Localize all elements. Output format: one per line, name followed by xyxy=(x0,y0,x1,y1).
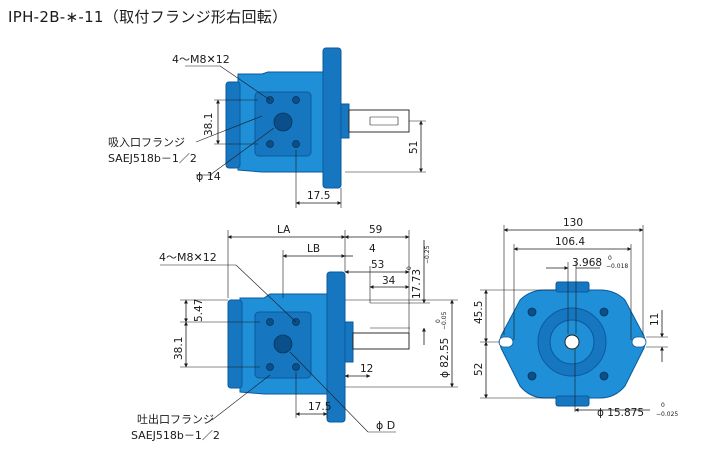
end-tol-15-875-top: 0 xyxy=(661,402,665,409)
top-view: 4～M8✕12 吸入口フランジ SAEJ518b－1／2 ϕ 14 38.1 5… xyxy=(108,47,426,208)
end-tol-3-968-bot: −0.018 xyxy=(606,263,628,270)
side-dim-D: ϕ D xyxy=(376,419,395,432)
top-dim-38-1: 38.1 xyxy=(203,113,215,136)
top-flange-spec: SAEJ518b－1／2 xyxy=(108,152,197,165)
top-flange-label: 吸入口フランジ xyxy=(108,136,185,149)
end-tol-3-968-top: 0 xyxy=(608,255,612,262)
side-flange-label: 吐出口フランジ xyxy=(137,412,214,426)
end-dim-106-4: 106.4 xyxy=(555,236,585,248)
side-dim-38-1: 38.1 xyxy=(173,337,185,360)
side-dim-12: 12 xyxy=(360,363,373,375)
side-dim-59: 59 xyxy=(369,224,382,236)
side-dim-4: 4 xyxy=(369,243,376,255)
side-dim-53: 53 xyxy=(371,259,384,271)
side-tol-17-73-top: 0 xyxy=(406,266,413,270)
top-port-diameter: ϕ 14 xyxy=(196,170,221,183)
side-dim-5-47: 5.47 xyxy=(193,299,205,322)
side-tol-82-55-top: 0 xyxy=(435,319,442,323)
side-dim-34: 34 xyxy=(382,275,396,287)
side-dim-LB: LB xyxy=(307,243,320,255)
top-pump-body xyxy=(225,47,350,189)
top-bolt-label: 4～M8✕12 xyxy=(172,53,230,66)
end-view: 130 106.4 3.968 0 −0.018 45.5 52 11 ϕ 15… xyxy=(473,217,678,419)
side-tol-82-55-bot: −0.05 xyxy=(441,311,448,330)
side-dim-17-5: 17.5 xyxy=(308,401,331,413)
side-tol-17-73-bot: −0.25 xyxy=(424,245,431,264)
end-dim-52: 52 xyxy=(473,363,485,376)
side-dim-82-55: ϕ 82.55 xyxy=(439,338,451,378)
page-title: IPH-2B-∗-11（取付フランジ形右回転） xyxy=(8,8,288,26)
side-flange-spec: SAEJ518b－1／2 xyxy=(131,429,220,442)
end-dim-45-5: 45.5 xyxy=(473,301,485,324)
side-view: 4～M8✕12 吐出口フランジ SAEJ518b－1／2 LA LB 59 4 … xyxy=(131,224,458,442)
side-dim-17-73: 17.73 xyxy=(411,269,423,299)
end-dim-11: 11 xyxy=(649,313,661,326)
side-shaft xyxy=(352,332,410,350)
end-dim-3-968: 3.968 xyxy=(572,257,602,269)
end-dim-130: 130 xyxy=(563,217,583,229)
top-shaft xyxy=(348,109,410,133)
side-bolt-label: 4～M8✕12 xyxy=(159,251,217,264)
side-dim-LA: LA xyxy=(277,224,291,236)
end-tol-15-875-bot: −0.025 xyxy=(656,411,678,418)
end-dim-15-875: ϕ 15.875 xyxy=(597,407,644,419)
top-dim-51: 51 xyxy=(408,141,420,154)
top-dim-17-5: 17.5 xyxy=(307,190,330,202)
side-pump-body xyxy=(227,271,354,423)
